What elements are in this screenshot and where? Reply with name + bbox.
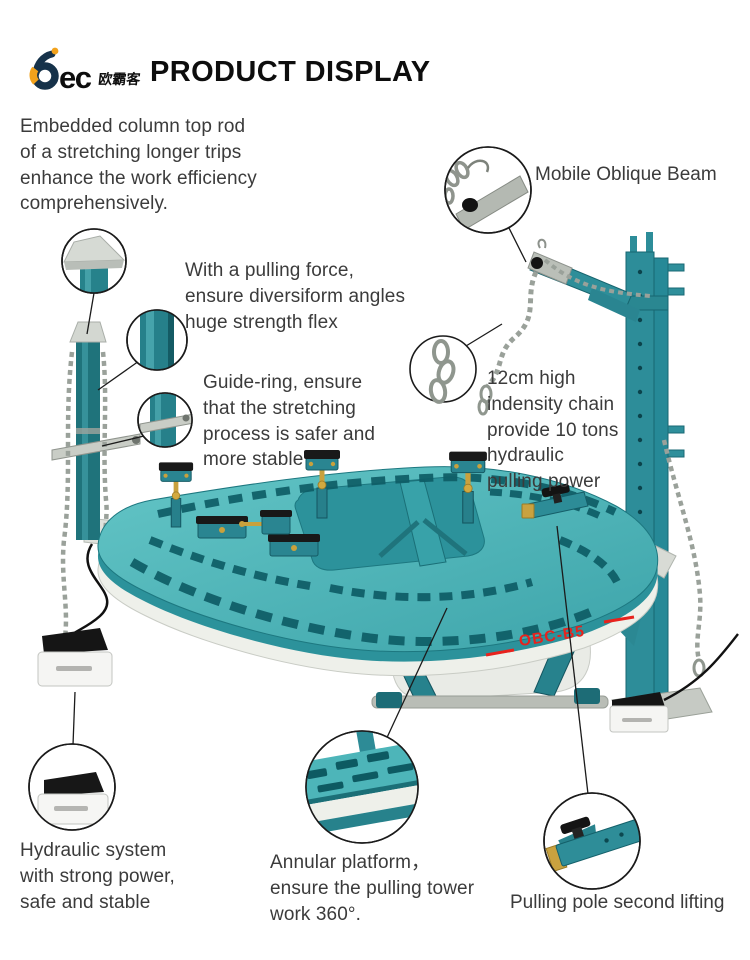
- deck-crossmember: [399, 479, 447, 567]
- hydraulic-pump-left: [37, 543, 113, 687]
- chain-hook-link: [477, 398, 489, 416]
- detail-circle-column-rod: [126, 309, 188, 371]
- note-annular-platform: Annular platform， ensure the pulling tow…: [270, 852, 475, 925]
- chain-links-icon: [428, 339, 456, 404]
- logo-chinese-text: 欧霸客: [98, 71, 143, 87]
- brand-logo: ec 欧霸客: [29, 47, 143, 95]
- note-chain: 12cm high indensity chain provide 10 ton…: [487, 368, 619, 493]
- label-pulling-pole: Pulling pole second lifting: [510, 892, 725, 913]
- page-title: PRODUCT DISPLAY: [150, 56, 431, 88]
- detail-circle-column-cap: [61, 228, 127, 294]
- note-guide-ring: Guide-ring, ensure that the stretching p…: [203, 372, 376, 471]
- tower-pegs: [667, 263, 685, 458]
- detail-circle-pulling-pole: [543, 792, 641, 890]
- guide-ring-bar: [51, 433, 141, 461]
- label-mobile-oblique-beam: Mobile Oblique Beam: [535, 164, 717, 185]
- callout-lines: [72, 225, 589, 795]
- right-pulling-tower: [477, 232, 739, 733]
- tower-side-chain: [661, 439, 703, 661]
- beam-hanging-chain: [486, 270, 539, 388]
- deck-clamps: [158, 449, 589, 557]
- note-hydraulic-system: Hydraulic system with strong power, safe…: [20, 840, 175, 913]
- deck-slots: [129, 473, 622, 646]
- pulling-pole: [521, 483, 589, 519]
- detail-circle-oblique-beam: [444, 146, 532, 234]
- note-pulling-force: With a pulling force, ensure diversiform…: [185, 260, 406, 333]
- logo-latin-text: ec: [59, 60, 92, 95]
- beam-top-chain: [543, 258, 651, 298]
- note-embedded-column: Embedded column top rod of a stretching …: [20, 116, 257, 215]
- column-chain-left: [60, 351, 75, 645]
- logo-orange-swoosh: [29, 66, 39, 85]
- detail-circle-chain: [409, 335, 477, 404]
- base-rail: [371, 695, 609, 709]
- oblique-beam: [527, 238, 640, 322]
- detail-circle-annular-platform: [305, 730, 419, 844]
- detail-circle-pump: [28, 743, 116, 831]
- detail-circle-guide-ring: [137, 392, 193, 448]
- hydraulic-pump-right: [609, 633, 739, 733]
